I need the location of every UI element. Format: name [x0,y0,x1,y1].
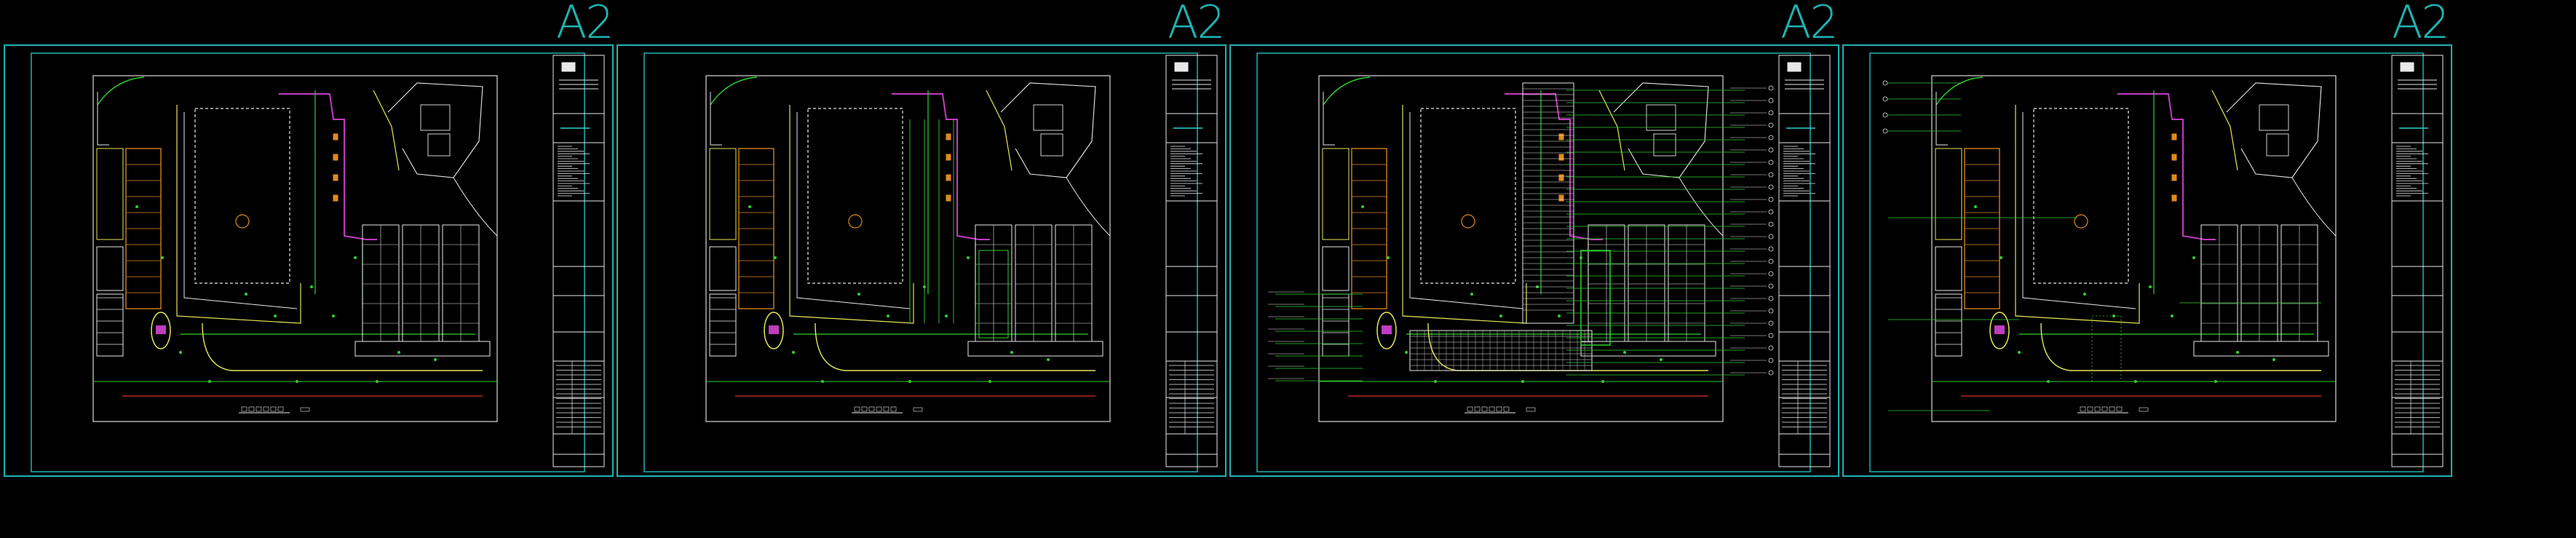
sheet-size-label-3: A2 [1780,0,1839,49]
sheet-2 [617,44,1226,477]
sheet-1 [4,44,614,477]
sheet-size-label-4: A2 [2392,0,2450,49]
sheet-size-label-1: A2 [556,0,614,49]
sheet-4 [1842,44,2452,477]
sheet-size-label-2: A2 [1168,0,1226,49]
sheet-3 [1229,44,1839,477]
